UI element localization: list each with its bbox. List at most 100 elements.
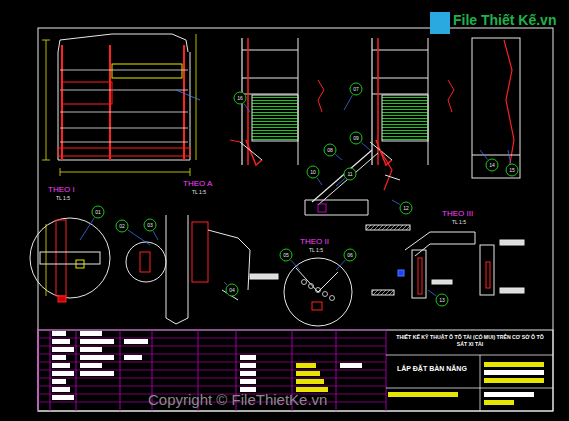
text-bar [124, 339, 148, 344]
callout-bubble [144, 219, 156, 231]
leader-line [153, 231, 158, 240]
text-bar [52, 347, 74, 352]
drawing-line [242, 78, 298, 79]
table-line [386, 355, 553, 356]
chain-link [302, 280, 307, 285]
pin [318, 204, 326, 212]
chain-link [309, 284, 314, 289]
post [183, 45, 185, 160]
text-bar [484, 392, 534, 397]
rail-section [192, 222, 208, 282]
leader-line [344, 95, 353, 110]
text-bar [52, 331, 66, 336]
callout-number: 04 [229, 288, 235, 293]
text-bar [80, 355, 114, 360]
callout-number: 05 [283, 253, 289, 258]
table-line [120, 330, 121, 411]
section [40, 252, 100, 264]
text-bar [52, 379, 66, 384]
text-bar [52, 355, 66, 360]
text-bar [500, 288, 524, 293]
drawing-line [240, 142, 262, 160]
table-line [38, 338, 386, 339]
bracket [56, 220, 66, 296]
table-line [386, 330, 387, 411]
callout-bubble [92, 206, 104, 218]
view-title: THEO A [183, 180, 212, 188]
text-bar [80, 363, 102, 368]
text-bar [52, 363, 70, 368]
hinge-arm [312, 150, 372, 202]
drawing-line [188, 215, 189, 318]
text-bar [80, 339, 114, 344]
dimension-line [46, 224, 47, 296]
table-line [38, 386, 386, 387]
text-bar [432, 280, 452, 284]
text-bar [240, 371, 256, 376]
drawing-line [372, 50, 428, 51]
arm [380, 150, 392, 190]
text-bar [484, 400, 514, 405]
drawing-name-cell: LẮP ĐẶT BÀN NĂNG [395, 364, 475, 375]
bolt [76, 260, 84, 268]
detail-circle [284, 258, 352, 326]
ground-hatch [372, 290, 394, 295]
text-bar [250, 274, 278, 279]
callout-bubble [116, 220, 128, 232]
callout-number: 08 [327, 148, 333, 153]
callout-number: 11 [347, 172, 352, 177]
leader-line [335, 154, 342, 160]
title-block [38, 330, 553, 411]
rail [60, 142, 188, 143]
text-bar [80, 371, 114, 376]
leader-line [508, 150, 511, 163]
text-bar [296, 379, 324, 384]
table-line [38, 346, 386, 347]
text-bar [240, 355, 256, 360]
weld [312, 302, 322, 310]
text-bar [240, 363, 256, 368]
rail [60, 112, 188, 113]
break-line [448, 80, 454, 112]
rail [60, 128, 188, 129]
table-line [480, 355, 481, 411]
table-line [336, 330, 337, 411]
drawing-line [372, 78, 428, 79]
table-line [38, 330, 386, 331]
end-view [472, 38, 520, 178]
callout-bubble [506, 164, 518, 176]
callout-number: 13 [439, 298, 445, 303]
callout-number: 02 [119, 224, 125, 229]
dimension-line [196, 34, 197, 160]
hinge-base [305, 200, 368, 215]
cell-text: LẮP ĐẶT BÀN NĂNG [397, 365, 473, 374]
leader-line [244, 104, 250, 112]
table-line [38, 362, 386, 363]
view-title: THEO II [300, 238, 329, 246]
text-bar [296, 371, 320, 376]
callout-number: 01 [95, 210, 101, 215]
leader-line [317, 178, 322, 185]
lift-platform [382, 95, 428, 141]
text-bar [52, 371, 74, 376]
callout-bubble [400, 202, 412, 214]
text-bar [124, 355, 142, 360]
table-line [38, 370, 386, 371]
drawing-line [166, 318, 188, 324]
platform-edge [405, 232, 475, 256]
drawing-line [372, 94, 428, 95]
text-bar [484, 378, 544, 383]
text-bar [484, 362, 544, 367]
lift-platform [252, 95, 298, 141]
scale-note: TL 1:5 [452, 220, 466, 225]
view-title: THEO III [442, 210, 473, 218]
ground-hatch [366, 225, 410, 230]
callout-number: 06 [347, 253, 353, 258]
cell-text: THIẾT KẾ KỸ THUẬT Ô TÔ TẢI (CÓ MUI) TRÊN… [391, 334, 549, 347]
text-bar [52, 339, 70, 344]
text-bar [500, 240, 524, 245]
dim-box [112, 64, 182, 78]
text-bar [80, 347, 102, 352]
drawing-line [166, 215, 167, 318]
leader-line [361, 143, 370, 150]
